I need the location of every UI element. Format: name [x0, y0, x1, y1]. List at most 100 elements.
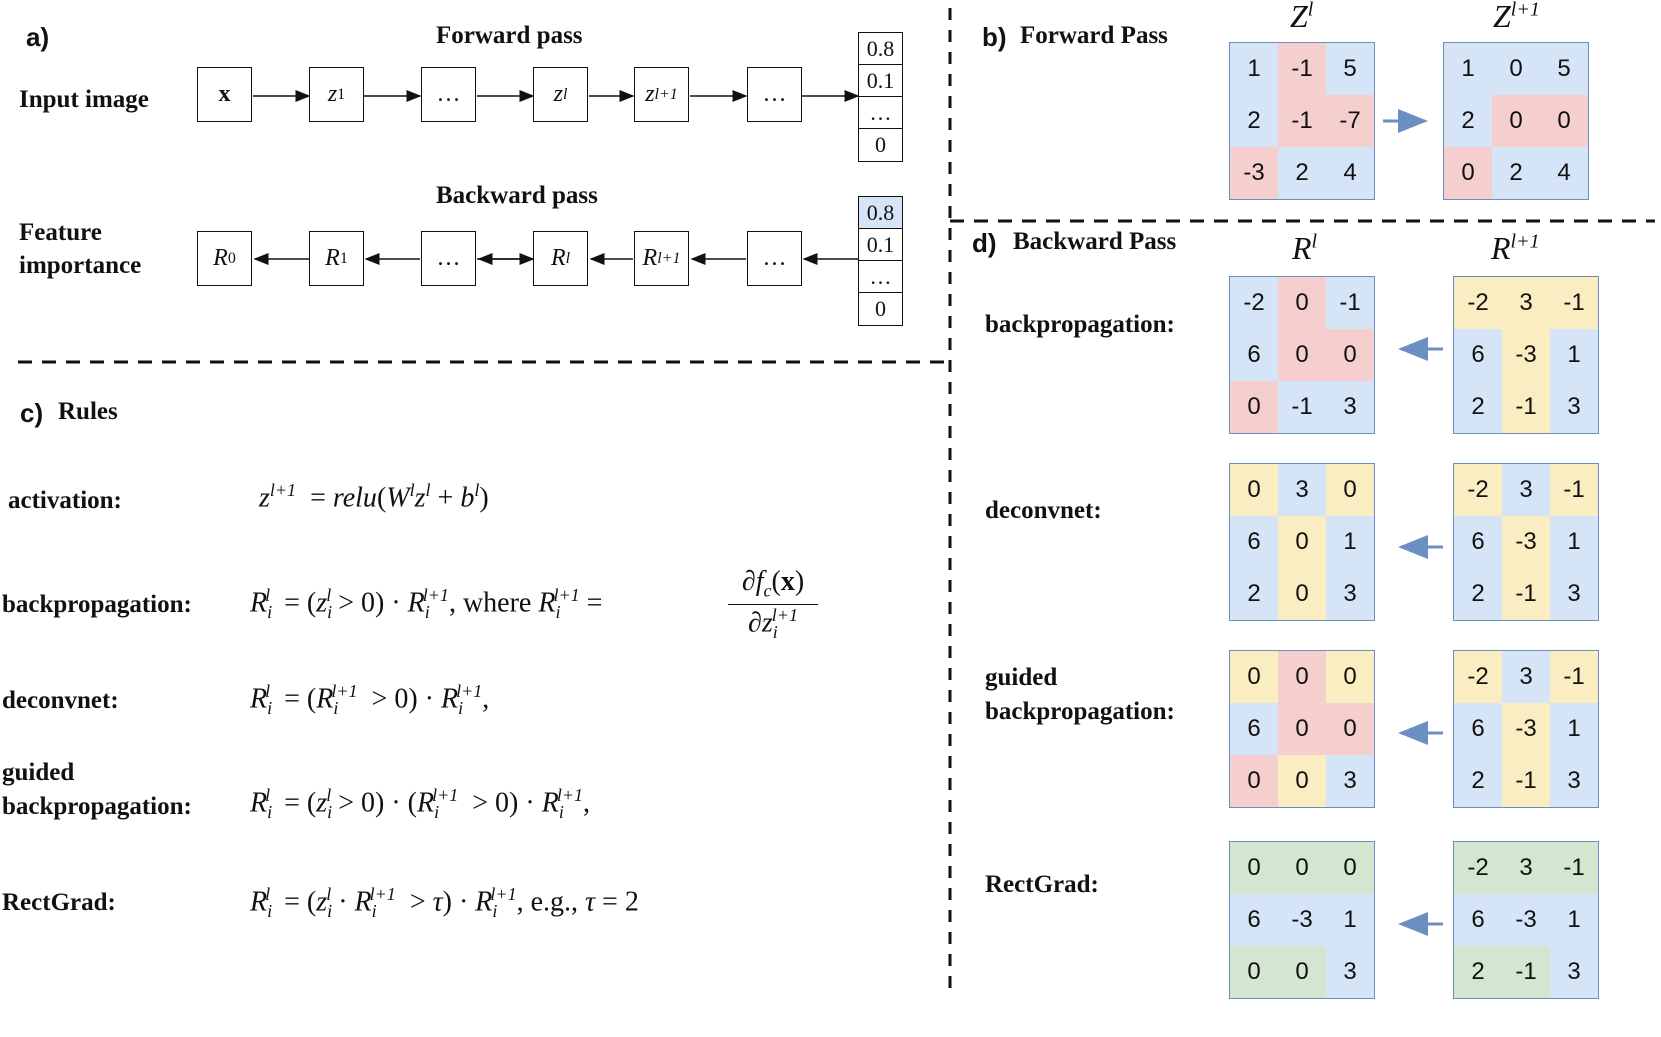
matrix-cell: 0 [1278, 329, 1326, 381]
rule-backprop-label: backpropagation: [2, 591, 192, 618]
matrix-cell: -1 [1278, 95, 1326, 147]
matrix-backprop-rl1: -2 3 -1 6 -3 1 2 -1 3 [1453, 276, 1599, 434]
matrix-cell: -1 [1278, 381, 1326, 433]
matrix-cell: 2 [1278, 147, 1326, 199]
matrix-cell: 1 [1550, 516, 1598, 568]
matrix-cell: 2 [1492, 147, 1540, 199]
eq-activation: zl+1 = relu(Wlzl + bl) [259, 480, 489, 514]
matrix-cell: 0 [1444, 147, 1492, 199]
panel-b-left-head: Zl [1290, 0, 1314, 34]
matrix-cell: -1 [1550, 651, 1598, 703]
backward-input-vector: 0.8 0.1 … 0 [858, 196, 903, 326]
panel-d-right-head: Rl+1 [1491, 230, 1540, 266]
matrix-cell: 2 [1444, 95, 1492, 147]
panel-d-left-head: Rl [1292, 230, 1318, 266]
matrix-cell: -3 [1502, 329, 1550, 381]
matrix-cell: 0 [1326, 464, 1374, 516]
matrix-cell: -2 [1454, 277, 1502, 329]
rule-rectgrad-label: RectGrad: [2, 889, 116, 916]
matrix-cell: 0 [1278, 946, 1326, 998]
matrix-cell: 4 [1326, 147, 1374, 199]
matrix-cell: -2 [1230, 277, 1278, 329]
matrix-cell: 3 [1502, 651, 1550, 703]
input-image-label: Input image [19, 86, 149, 113]
backward-input-0: 0.8 [859, 197, 902, 229]
matrix-cell: 1 [1444, 43, 1492, 95]
matrix-deconv-rl1: -2 3 -1 6 -3 1 2 -1 3 [1453, 463, 1599, 621]
d-row-guided-label-1: guided [985, 664, 1058, 691]
d-row-backprop-label: backpropagation: [985, 311, 1175, 338]
matrix-cell: -3 [1278, 894, 1326, 946]
panel-a-label: a) [26, 22, 50, 52]
matrix-cell: 3 [1550, 381, 1598, 433]
panel-d-title: Backward Pass [1013, 228, 1177, 255]
forward-node-x: x [197, 67, 252, 122]
matrix-cell: 6 [1454, 516, 1502, 568]
forward-output-2: … [859, 97, 902, 129]
matrix-cell: 6 [1230, 703, 1278, 755]
eq-rectgrad: Ril = (zil · Ril+1 > τ) · Ril+1, e.g., τ… [250, 884, 639, 921]
feature-importance-label-1: Feature [19, 219, 102, 246]
matrix-guided-rl: 0 0 0 6 0 0 0 0 3 [1229, 650, 1375, 808]
matrix-cell: 0 [1492, 95, 1540, 147]
matrix-cell: 0 [1278, 568, 1326, 620]
matrix-cell: -1 [1502, 568, 1550, 620]
matrix-cell: 0 [1278, 755, 1326, 807]
forward-node-ellipsis-1: … [421, 67, 476, 122]
eq-backprop-fraction: ∂fc(x) ∂zil+1 [728, 566, 818, 643]
matrix-cell: 3 [1550, 946, 1598, 998]
matrix-cell: 2 [1454, 946, 1502, 998]
matrix-cell: 1 [1550, 329, 1598, 381]
matrix-cell: 3 [1502, 842, 1550, 894]
matrix-cell: 0 [1326, 651, 1374, 703]
matrix-cell: 2 [1230, 95, 1278, 147]
backward-pass-title: Backward pass [436, 182, 598, 209]
forward-node-ellipsis-2: … [747, 67, 802, 122]
backward-node-ellipsis-1: … [421, 231, 476, 286]
matrix-cell: 3 [1326, 946, 1374, 998]
forward-output-3: 0 [875, 132, 886, 157]
d-row-deconv-label: deconvnet: [985, 497, 1102, 524]
matrix-cell: 0 [1326, 842, 1374, 894]
rule-deconv-label: deconvnet: [2, 687, 119, 714]
matrix-cell: 2 [1454, 381, 1502, 433]
matrix-cell: 6 [1454, 894, 1502, 946]
matrix-cell: 0 [1230, 946, 1278, 998]
matrix-deconv-rl: 0 3 0 6 0 1 2 0 3 [1229, 463, 1375, 621]
matrix-cell: 2 [1230, 568, 1278, 620]
matrix-cell: 2 [1454, 755, 1502, 807]
matrix-cell: -1 [1550, 842, 1598, 894]
panel-b-label: b) [982, 22, 1007, 52]
matrix-cell: -2 [1454, 651, 1502, 703]
matrix-cell: 6 [1454, 703, 1502, 755]
matrix-cell: 0 [1326, 703, 1374, 755]
panel-b-right-head: Zl+1 [1493, 0, 1540, 34]
matrix-cell: 6 [1230, 894, 1278, 946]
matrix-cell: 0 [1230, 651, 1278, 703]
eq-deconv: Ril = (Ril+1 > 0) · Ril+1, [250, 681, 490, 718]
eq-guided: Ril = (zil > 0) · (Ril+1 > 0) · Ril+1, [250, 785, 590, 822]
matrix-cell: -2 [1454, 464, 1502, 516]
matrix-cell: 0 [1230, 842, 1278, 894]
matrix-cell: 1 [1550, 894, 1598, 946]
matrix-cell: -1 [1550, 277, 1598, 329]
matrix-cell: -3 [1502, 703, 1550, 755]
matrix-cell: -1 [1502, 755, 1550, 807]
matrix-cell: 0 [1278, 703, 1326, 755]
matrix-cell: 1 [1326, 516, 1374, 568]
panel-b-title: Forward Pass [1020, 22, 1168, 49]
matrix-cell: 3 [1550, 568, 1598, 620]
matrix-cell: 0 [1230, 381, 1278, 433]
d-row-guided-label-2: backpropagation: [985, 698, 1175, 725]
panel-c-label: c) [20, 398, 44, 428]
matrix-cell: 3 [1550, 755, 1598, 807]
matrix-cell: 0 [1278, 651, 1326, 703]
forward-output-vector: 0.8 0.1 … 0 [858, 32, 903, 162]
matrix-cell: 3 [1502, 464, 1550, 516]
